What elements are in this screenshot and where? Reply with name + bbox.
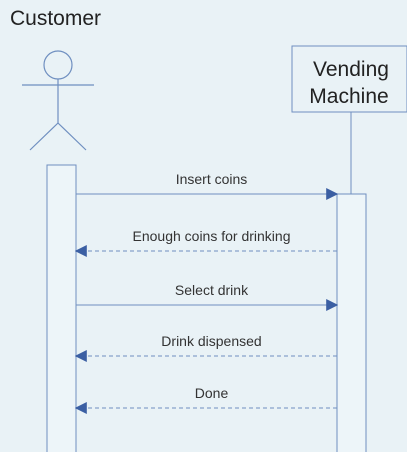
customer-activation-bar — [46, 164, 77, 452]
vending-machine-box — [291, 45, 407, 113]
vending-machine-activation-bar — [336, 193, 367, 452]
message-5: Done — [74, 385, 337, 414]
message-1: Insert coins — [76, 171, 339, 200]
vending-machine-label-line1: Vending — [313, 58, 389, 81]
customer-stick-figure-icon — [22, 50, 94, 151]
message-2-label: Enough coins for drinking — [133, 228, 291, 244]
message-5-label: Done — [195, 385, 229, 401]
message-2: Enough coins for drinking — [74, 228, 337, 257]
message-3-label: Select drink — [175, 282, 249, 298]
message-1-label: Insert coins — [176, 171, 248, 187]
message-3: Select drink — [76, 282, 339, 311]
message-4-label: Drink dispensed — [161, 333, 261, 349]
message-4: Drink dispensed — [74, 333, 337, 362]
customer-actor-label: Customer — [10, 7, 101, 30]
vending-machine-label-line2: Machine — [309, 85, 388, 108]
